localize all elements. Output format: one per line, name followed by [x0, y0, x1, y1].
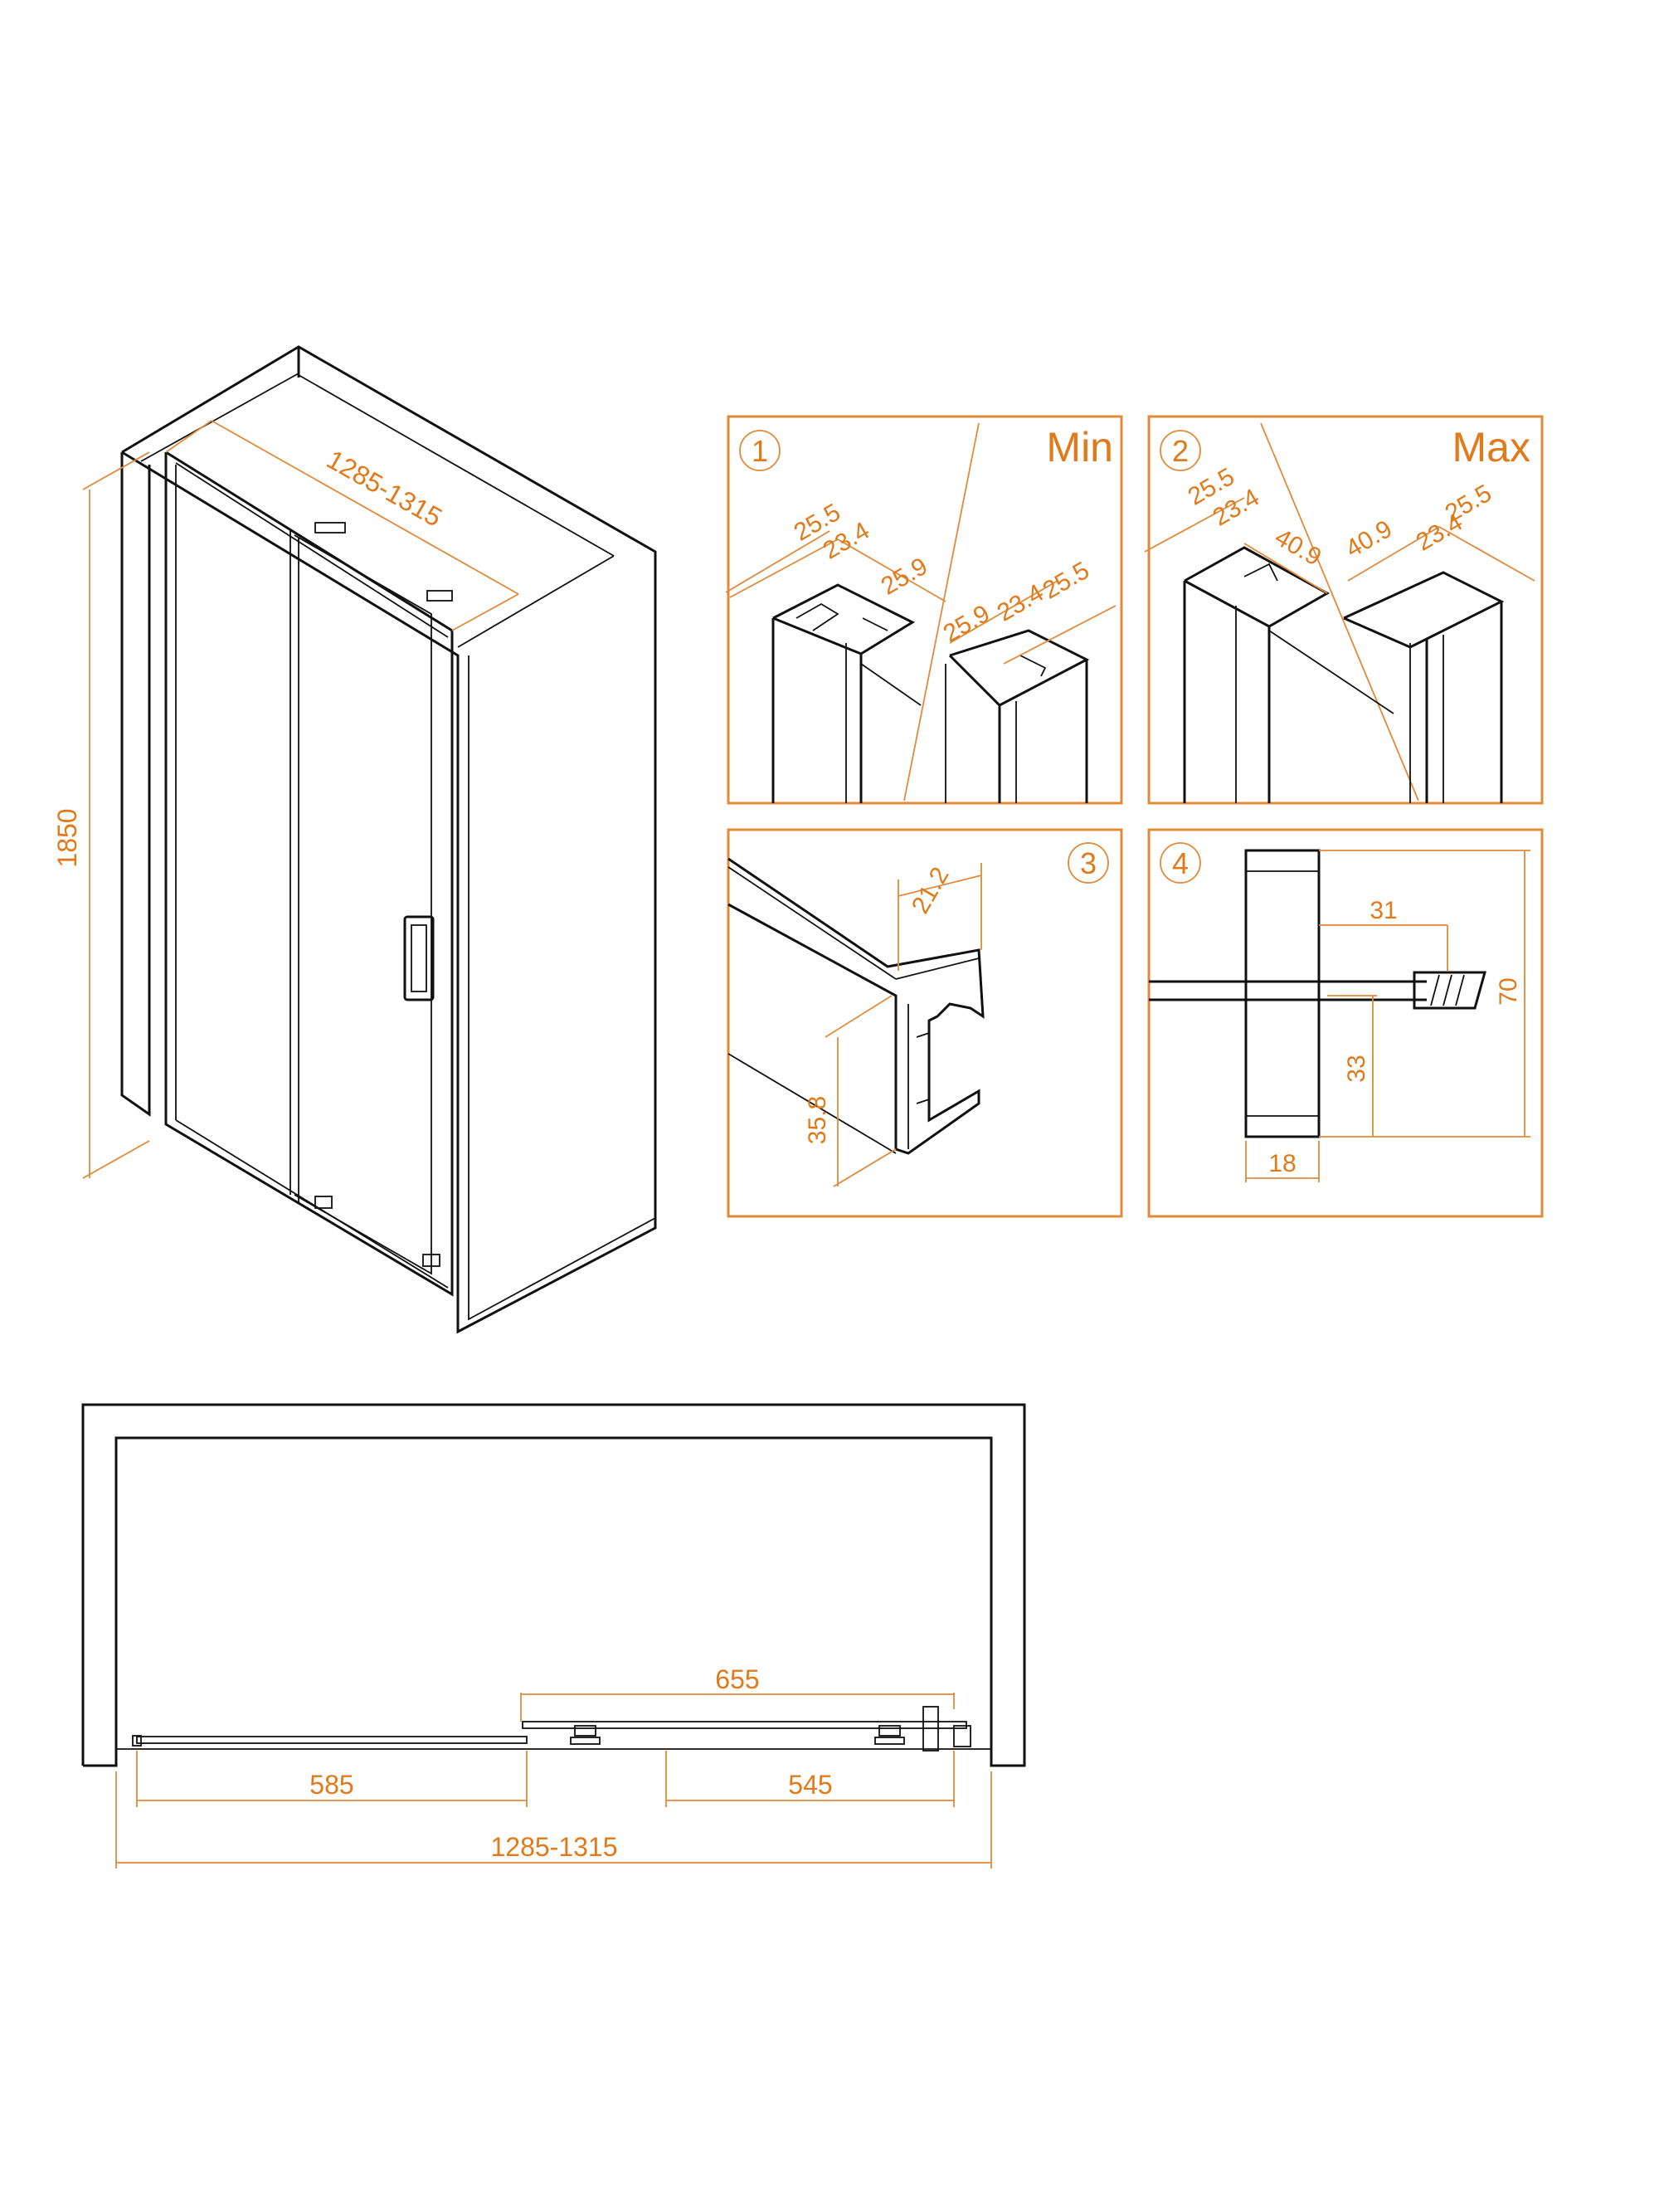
- panel-4-dim-width: 18: [1268, 1150, 1296, 1177]
- plan-right-label: 545: [788, 1770, 832, 1800]
- panel-3-dim-side: 35.8: [804, 1096, 831, 1144]
- panel-1-mode: Min: [1046, 424, 1113, 470]
- width-dimension: 1285-1315: [165, 420, 519, 631]
- detail-panel-3: 3 21.2 35.8: [727, 828, 1123, 1218]
- height-dimension: 1850: [52, 451, 150, 1179]
- panel-4-dim-height: 70: [1495, 977, 1522, 1005]
- panel-1-dim-e: 25.5: [1039, 557, 1094, 605]
- panel-4-dim-lower: 33: [1343, 1055, 1370, 1082]
- panel-2-dim-d: 40.9: [1341, 515, 1397, 563]
- panel-1-dim-d: 25.9: [939, 600, 995, 648]
- panel-2-number: 2: [1172, 434, 1189, 468]
- plan-left-label: 585: [309, 1770, 353, 1800]
- panel-1-number: 1: [752, 434, 768, 468]
- panel-3-number: 3: [1080, 846, 1097, 880]
- panel-3-dim-top: 21.2: [907, 863, 955, 918]
- width-label: 1285-1315: [322, 444, 447, 533]
- plan-view: 655 585 545 1285-1315: [81, 1403, 1026, 1869]
- detail-panel-1-min: 1 Min 25.5 23.4 25.9 25.9 25.5 23.4: [725, 415, 1123, 805]
- panel-4-dim-gap: 31: [1370, 897, 1397, 924]
- panel-1-dim-f: 23.4: [993, 579, 1048, 627]
- plan-total-label: 1285-1315: [490, 1832, 617, 1862]
- height-label: 1850: [52, 808, 82, 867]
- panel-1-dim-c: 25.9: [877, 553, 932, 601]
- detail-panel-4: 4 31 70 33 18: [1147, 828, 1544, 1218]
- panel-2-mode: Max: [1452, 424, 1530, 470]
- plan-top-label: 655: [715, 1664, 759, 1694]
- detail-panel-2-max: 2 Max 25.5 23.4 40.9 40.9 25.5 23.4: [1144, 415, 1544, 805]
- panel-4-number: 4: [1172, 846, 1189, 880]
- isometric-shower-view: 1850 1285-1315: [52, 345, 657, 1334]
